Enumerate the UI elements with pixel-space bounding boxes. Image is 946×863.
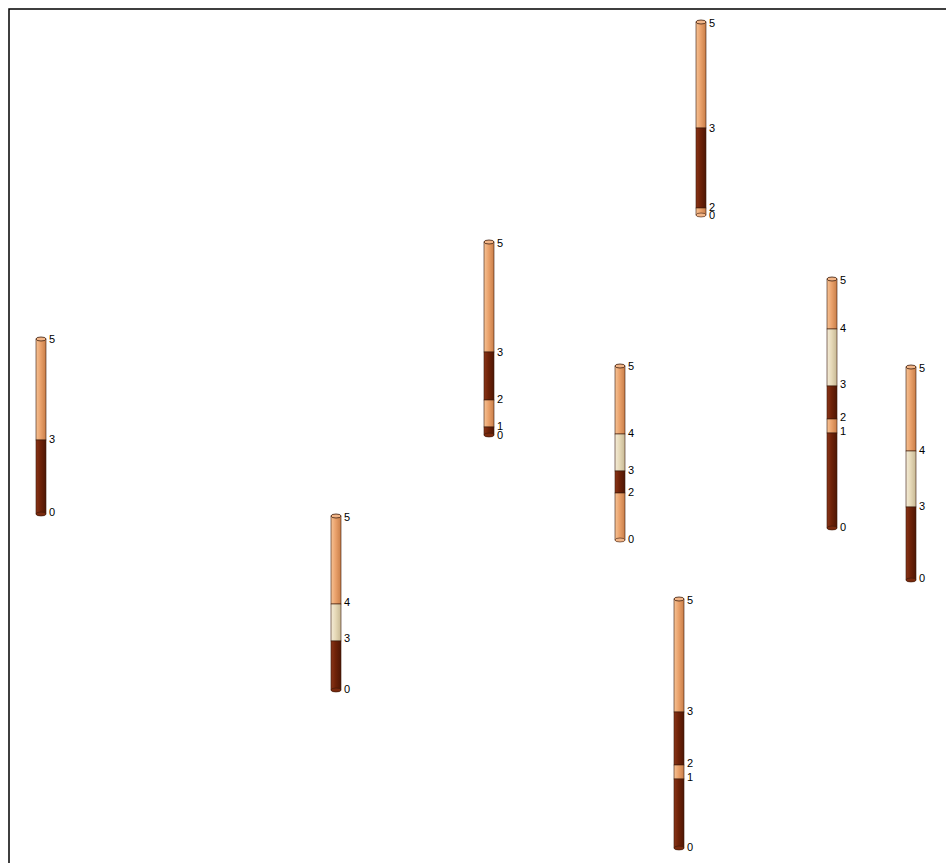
soil-layer	[827, 419, 837, 433]
depth-label: 3	[497, 347, 503, 358]
depth-label: 5	[709, 18, 715, 29]
depth-label: 0	[497, 430, 503, 441]
borehole-bottom	[484, 433, 494, 437]
depth-label: 5	[497, 238, 503, 249]
soil-layer	[674, 765, 684, 779]
soil-layer	[484, 400, 494, 427]
depth-label: 0	[628, 534, 634, 545]
soil-layer	[36, 440, 46, 514]
borehole-bottom	[36, 512, 46, 516]
borehole-top	[484, 240, 494, 244]
depth-label: 3	[628, 465, 634, 476]
depth-label: 5	[628, 361, 634, 372]
soil-layer	[827, 279, 837, 329]
soil-layer	[484, 352, 494, 400]
borehole-bottom	[615, 538, 625, 542]
depth-label: 3	[919, 501, 925, 512]
borehole-top	[615, 364, 625, 368]
depth-label: 0	[49, 507, 55, 518]
depth-label: 4	[840, 323, 846, 334]
depth-label: 3	[687, 706, 693, 717]
depth-label: 1	[840, 426, 846, 437]
borehole-bottom	[827, 526, 837, 530]
soil-layer	[331, 604, 341, 641]
depth-label: 3	[709, 123, 715, 134]
soil-layer	[696, 128, 706, 208]
borehole-bottom	[906, 578, 916, 582]
depth-label: 4	[628, 428, 634, 439]
depth-label: 2	[497, 394, 503, 405]
depth-label: 2	[687, 758, 693, 769]
borehole-top	[36, 337, 46, 341]
depth-label: 4	[919, 445, 925, 456]
depth-label: 2	[840, 412, 846, 423]
soil-layer	[484, 242, 494, 352]
soil-layer	[696, 22, 706, 128]
soil-layer	[827, 386, 837, 419]
soil-layer	[36, 339, 46, 440]
borehole-bottom	[696, 213, 706, 217]
soil-layer	[906, 367, 916, 451]
depth-label: 2	[628, 487, 634, 498]
soil-layer	[331, 516, 341, 604]
depth-label: 3	[344, 633, 350, 644]
soil-layer	[906, 507, 916, 580]
depth-label: 0	[919, 573, 925, 584]
soil-layer	[331, 641, 341, 690]
depth-label: 3	[840, 379, 846, 390]
depth-label: 0	[687, 842, 693, 853]
depth-label: 0	[840, 522, 846, 533]
soil-layer	[674, 779, 684, 848]
soil-layer	[827, 329, 837, 386]
depth-label: 5	[687, 595, 693, 606]
depth-label: 1	[687, 772, 693, 783]
borehole-bottom	[674, 846, 684, 850]
depth-label: 5	[840, 275, 846, 286]
soil-layer	[615, 493, 625, 540]
soil-layer	[615, 471, 625, 493]
depth-label: 5	[344, 512, 350, 523]
soil-layer	[615, 366, 625, 434]
soil-layer	[674, 712, 684, 765]
borehole-top	[674, 597, 684, 601]
borehole-top	[906, 365, 916, 369]
depth-label: 0	[709, 210, 715, 221]
borehole-bottom	[331, 688, 341, 692]
soil-layer	[827, 433, 837, 528]
depth-label: 4	[344, 597, 350, 608]
borehole-top	[331, 514, 341, 518]
depth-label: 3	[49, 434, 55, 445]
soil-layer	[615, 434, 625, 471]
borehole-top	[827, 277, 837, 281]
soil-layer	[906, 451, 916, 507]
frame-border	[9, 9, 946, 863]
soil-layer	[674, 599, 684, 712]
depth-label: 5	[49, 334, 55, 345]
depth-label: 0	[344, 684, 350, 695]
depth-label: 5	[919, 363, 925, 374]
borehole-top	[696, 20, 706, 24]
